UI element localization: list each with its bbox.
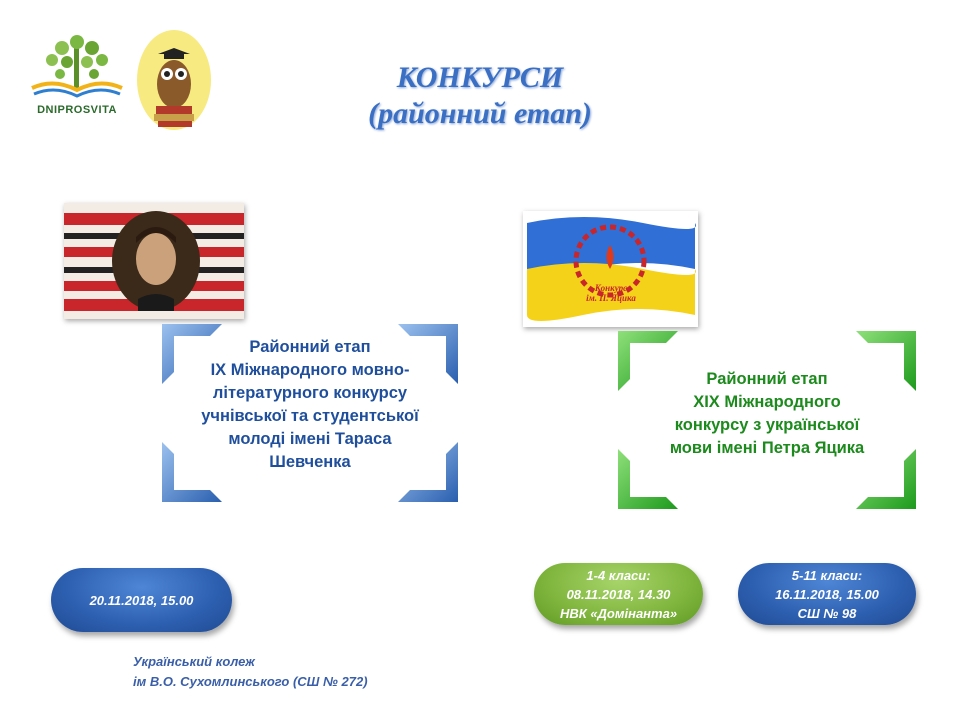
yatsyk-flag-image: Конкурс ім. П. Яцика (523, 211, 698, 327)
footer-line: ім В.О. Сухомлинського (СШ № 272) (133, 674, 368, 689)
date-pill-text: 20.11.2018, 15.00 (89, 592, 194, 608)
green-corner-brackets (618, 331, 916, 509)
title-line-1: КОНКУРСИ (396, 61, 564, 94)
left-card-line: ІХ Міжнародного мовно- (210, 361, 410, 379)
right-card-line: ХІХ Міжнародного (693, 393, 841, 411)
date-pill-grades-5-11: 5-11 класи: 16.11.2018, 15.00 СШ № 98 (738, 563, 916, 625)
right-card-line: мови імені Петра Яцика (669, 439, 865, 457)
title-line-2: (районний етап) (368, 97, 592, 130)
pill-line: 08.11.2018, 14.30 (566, 586, 671, 602)
left-card-line: Шевченка (269, 453, 351, 471)
flag-caption-line: Конкурс (594, 283, 628, 293)
right-bracket-frame (616, 329, 918, 511)
pill-line: 1-4 класи: (586, 567, 651, 583)
dniprosvita-label: DNIPROSVITA (37, 104, 117, 116)
pill-line: 16.11.2018, 15.00 (775, 586, 879, 602)
pill-line: СШ № 98 (797, 605, 857, 621)
owl-logo (136, 28, 212, 132)
left-card-line: Районний етап (249, 338, 371, 356)
right-card-line: конкурсу з української (674, 416, 860, 434)
flag-caption: Конкурс ім. П. Яцика (581, 283, 641, 303)
left-bracket-frame (160, 322, 460, 504)
shevchenko-portrait (64, 203, 244, 319)
venue-footer: Український колеж ім В.О. Сухомлинського… (133, 652, 368, 692)
right-card-line: Районний етап (706, 370, 828, 388)
portrait-icon (64, 203, 244, 319)
tree-book-icon (31, 35, 123, 98)
flag-icon (527, 217, 696, 321)
dniprosvita-logo: DNIPROSVITA (22, 28, 132, 124)
owl-icon (137, 30, 211, 130)
pill-line: 5-11 класи: (791, 567, 863, 583)
date-pill-grades-1-4: 1-4 класи: 08.11.2018, 14.30 НВК «Доміна… (534, 563, 703, 625)
blue-corner-brackets (162, 324, 458, 502)
footer-line: Український колеж (133, 654, 255, 669)
page-title: КОНКУРСИ (районний етап) (300, 60, 660, 132)
pill-line: НВК «Домінанта» (559, 605, 678, 621)
left-card-line: молоді імені Тараса (228, 430, 392, 448)
left-card-text: Районний етап ІХ Міжнародного мовно- літ… (176, 336, 444, 474)
left-card-line: літературного конкурсу (212, 384, 408, 402)
date-pill-shevchenko: 20.11.2018, 15.00 (51, 568, 232, 632)
flag-caption-line: ім. П. Яцика (586, 293, 636, 303)
right-card-text: Районний етап ХІХ Міжнародного конкурсу … (634, 368, 900, 460)
left-card-line: учнівської та студентської (201, 407, 419, 425)
